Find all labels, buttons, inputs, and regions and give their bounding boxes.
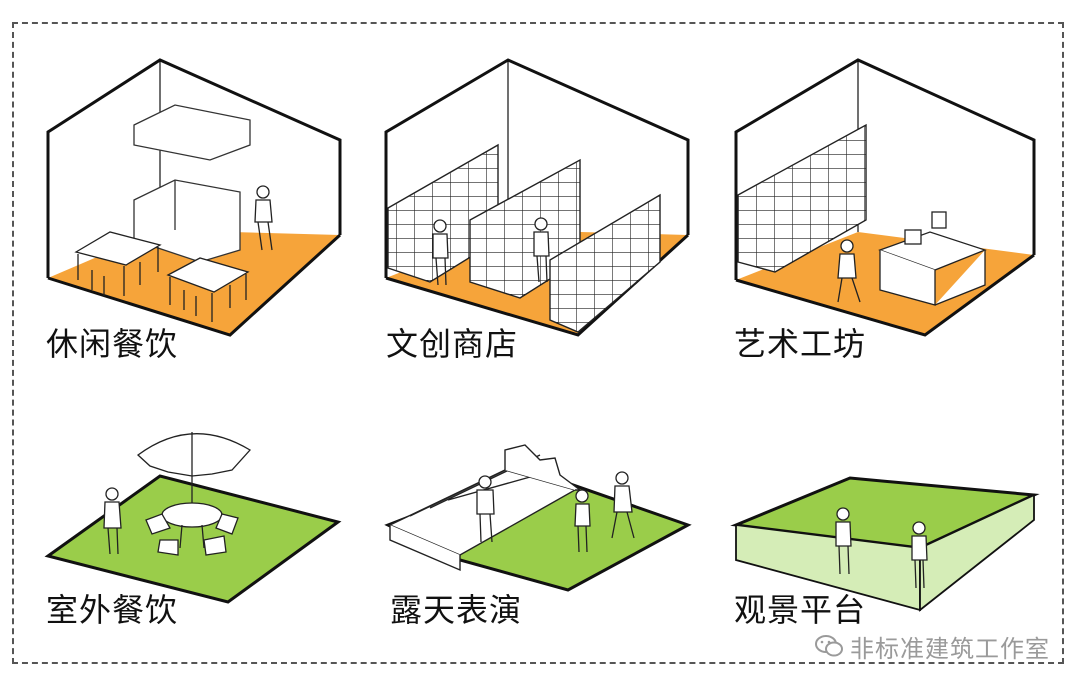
work-desk (878, 211, 987, 306)
panel-outdoor-performance (384, 444, 692, 592)
panel-creative-shop (384, 58, 690, 337)
panel-outdoor-dining (44, 432, 342, 604)
panel-label-creative-shop: 文创商店 (386, 325, 519, 363)
panel-label-outdoor-dining: 室外餐饮 (46, 591, 179, 629)
bookshelves (737, 123, 867, 273)
green-lawn (44, 474, 342, 604)
person-figure (103, 487, 122, 555)
dashed-frame (12, 22, 1064, 664)
picnic-table (145, 502, 239, 556)
person-figure (432, 217, 550, 286)
bookshelves (387, 143, 661, 333)
service-counter (133, 104, 251, 263)
panel-label-art-workshop: 艺术工坊 (734, 325, 867, 363)
panel-label-outdoor-performance: 露天表演 (390, 591, 523, 629)
dining-tables (74, 231, 250, 322)
watermark: 非标准建筑工作室 (814, 630, 1050, 663)
panel-casual-dining (46, 58, 342, 337)
wechat-icon (815, 635, 843, 657)
person-figure (254, 185, 273, 251)
panel-label-viewing-platform: 观景平台 (734, 591, 867, 629)
person-figure (835, 507, 928, 589)
person-figure (476, 471, 635, 553)
watermark-text: 非标准建筑工作室 (850, 634, 1050, 663)
panel-label-casual-dining: 休闲餐饮 (46, 325, 179, 363)
panel-art-workshop (734, 58, 1036, 337)
person-figure (837, 239, 861, 303)
panel-viewing-platform (730, 476, 1040, 612)
